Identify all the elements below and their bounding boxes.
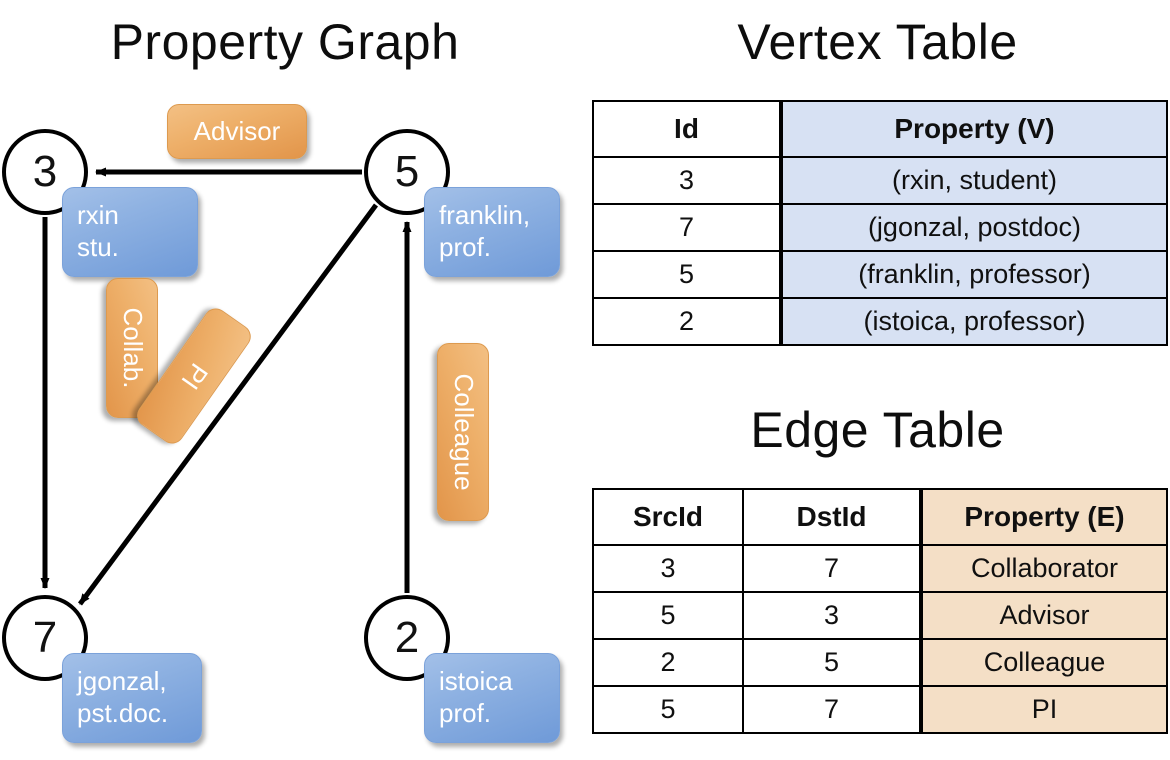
edge-label-advisor-text: Advisor: [193, 115, 281, 146]
edge-row-3-srcid: 5: [592, 685, 744, 734]
vertex-callout-istoica: istoica prof.: [424, 653, 560, 743]
vertex-row-3-id: 2: [592, 297, 782, 346]
edge-row-2-srcid: 2: [592, 638, 744, 687]
vertex-row-1-property: (jgonzal, postdoc): [779, 203, 1168, 252]
vertex-row-2-id: 5: [592, 250, 782, 299]
table-row[interactable]: 2 5 Colleague: [592, 638, 1168, 687]
edge-line-pi: [77, 203, 379, 606]
vertex-callout-istoica-line1: istoica: [439, 666, 513, 696]
edge-label-collab-text: Collab.: [117, 307, 148, 389]
edge-row-3-dstid: 7: [742, 685, 922, 734]
vertex-table-header-row: Id Property (V): [592, 100, 1168, 158]
edge-row-0-property: Collaborator: [919, 544, 1168, 593]
edge-row-0-dstid: 7: [742, 544, 922, 593]
edge-label-pi-text: PI: [175, 357, 215, 396]
vertex-callout-franklin: franklin, prof.: [424, 187, 560, 277]
edge-label-advisor: Advisor: [167, 104, 307, 159]
vertex-table-header-property: Property (V): [779, 100, 1168, 158]
table-row[interactable]: 7 (jgonzal, postdoc): [592, 203, 1168, 252]
table-row[interactable]: 5 3 Advisor: [592, 591, 1168, 640]
vertex-callout-istoica-line2: prof.: [439, 697, 492, 728]
edge-label-colleague-text: Colleague: [448, 373, 479, 491]
vertex-callout-rxin: rxin stu.: [62, 187, 198, 277]
table-row[interactable]: 3 (rxin, student): [592, 156, 1168, 205]
edge-row-1-property: Advisor: [919, 591, 1168, 640]
graph-node-7-label: 7: [32, 613, 58, 662]
page-title-property-graph: Property Graph: [110, 14, 460, 70]
edge-table: SrcId DstId Property (E) 3 7 Collaborato…: [592, 488, 1168, 734]
edge-label-colleague: Colleague: [437, 343, 489, 521]
page-title-vertex-table: Vertex Table: [737, 14, 1018, 70]
graph-node-2[interactable]: 2: [364, 595, 450, 681]
vertex-callout-rxin-line2: stu.: [77, 231, 119, 262]
edge-row-2-property: Colleague: [919, 638, 1168, 687]
vertex-callout-rxin-line1: rxin: [77, 200, 119, 230]
vertex-row-1-id: 7: [592, 203, 782, 252]
table-row[interactable]: 5 7 PI: [592, 685, 1168, 734]
edge-table-header-dstid: DstId: [742, 488, 922, 546]
table-row[interactable]: 5 (franklin, professor): [592, 250, 1168, 299]
graph-node-2-label: 2: [394, 613, 420, 662]
vertex-row-0-property: (rxin, student): [779, 156, 1168, 205]
table-row[interactable]: 2 (istoica, professor): [592, 297, 1168, 346]
vertex-row-3-property: (istoica, professor): [779, 297, 1168, 346]
vertex-callout-franklin-line1: franklin,: [439, 200, 531, 230]
edge-row-1-srcid: 5: [592, 591, 744, 640]
graph-node-5[interactable]: 5: [364, 129, 450, 215]
graph-node-5-label: 5: [394, 147, 420, 196]
edge-row-2-dstid: 5: [742, 638, 922, 687]
graph-node-3-label: 3: [32, 147, 58, 196]
edge-row-1-dstid: 3: [742, 591, 922, 640]
edge-row-3-property: PI: [919, 685, 1168, 734]
vertex-callout-franklin-line2: prof.: [439, 231, 492, 262]
edge-table-header-srcid: SrcId: [592, 488, 744, 546]
vertex-row-2-property: (franklin, professor): [779, 250, 1168, 299]
page-title-edge-table: Edge Table: [750, 402, 1005, 458]
edge-table-header-property: Property (E): [919, 488, 1168, 546]
property-graph-diagram: 3 5 7 2 rxin stu. franklin, prof. jgonza…: [2, 104, 560, 743]
vertex-callout-jgonzal-line2: pst.doc.: [77, 697, 169, 728]
vertex-callout-jgonzal-line1: jgonzal,: [77, 666, 167, 696]
vertex-row-0-id: 3: [592, 156, 782, 205]
edge-table-header-row: SrcId DstId Property (E): [592, 488, 1168, 546]
edge-row-0-srcid: 3: [592, 544, 744, 593]
vertex-table: Id Property (V) 3 (rxin, student) 7 (jgo…: [592, 100, 1168, 346]
vertex-callout-jgonzal: jgonzal, pst.doc.: [62, 653, 202, 743]
vertex-table-header-id: Id: [592, 100, 782, 158]
graph-edge-lines: [40, 167, 412, 606]
table-row[interactable]: 3 7 Collaborator: [592, 544, 1168, 593]
